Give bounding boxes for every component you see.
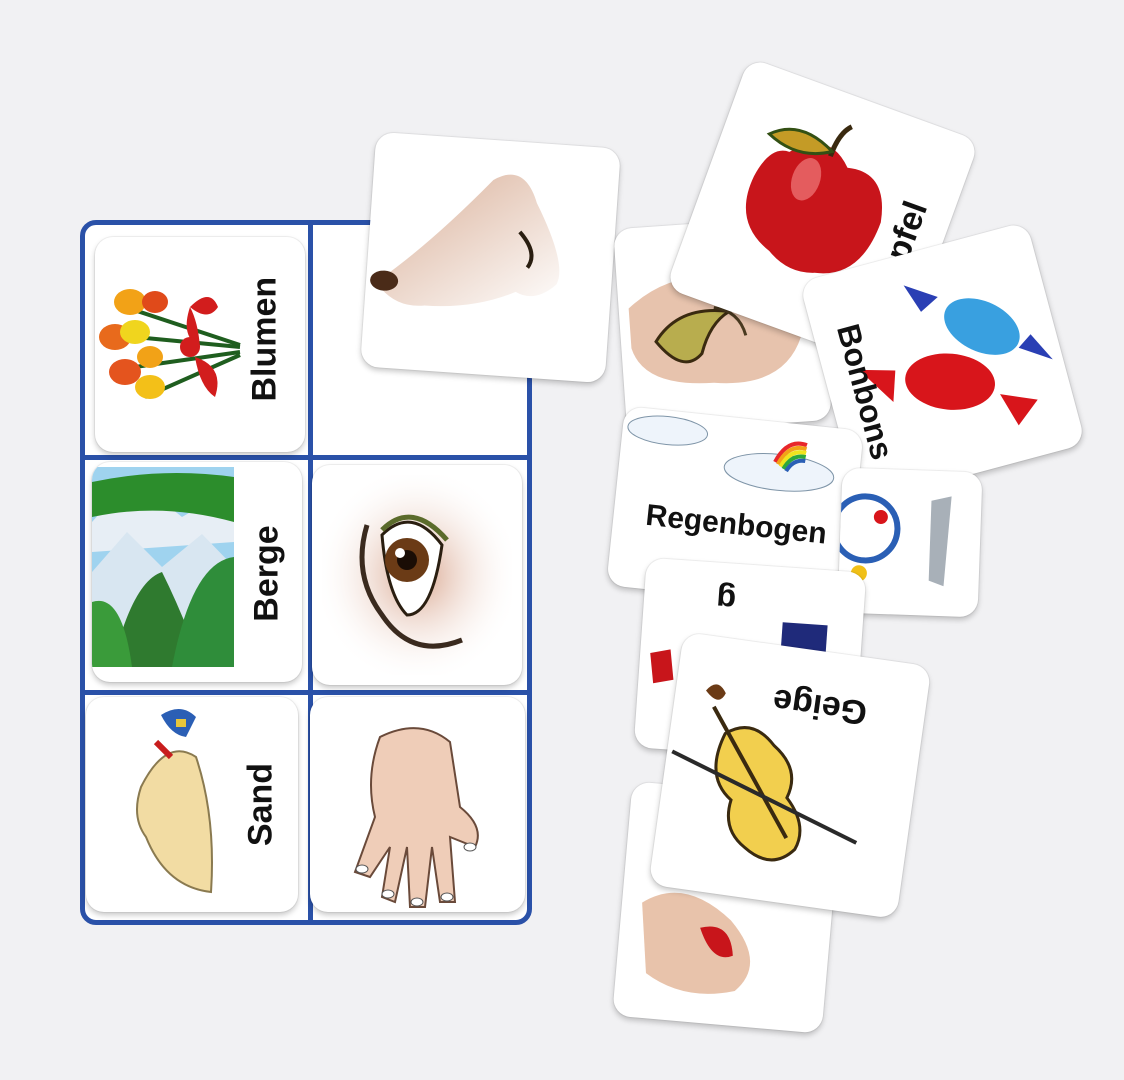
card-bonbons[interactable]: Bonbons <box>799 221 1086 505</box>
board-divider <box>85 690 527 695</box>
card-blumen[interactable]: Blumen <box>95 237 305 452</box>
rainbow-icon <box>627 415 835 492</box>
eye-icon <box>322 475 512 675</box>
board-divider <box>308 225 313 920</box>
hand-icon <box>353 727 479 908</box>
card-nose[interactable] <box>360 131 621 384</box>
card-apfel[interactable]: Apfel <box>665 57 980 372</box>
flowers-icon <box>99 289 241 399</box>
card-eye[interactable] <box>312 465 522 685</box>
card-word: Berge <box>247 525 286 622</box>
card-regenbogen[interactable]: Regenbogen <box>606 405 864 611</box>
mouth-icon <box>642 892 751 994</box>
card-word: g <box>715 581 738 619</box>
apple-icon <box>745 124 882 274</box>
card-geige[interactable]: Geige <box>648 631 932 920</box>
nose-icon <box>370 174 560 307</box>
sand-pile-icon <box>136 708 213 894</box>
card-word: Sand <box>241 762 280 847</box>
board-divider <box>85 455 527 460</box>
violin-icon <box>671 684 858 862</box>
card-mouth[interactable] <box>612 781 842 1034</box>
card-word: Blumen <box>245 276 284 402</box>
mountains-icon <box>92 467 234 667</box>
card-berge[interactable]: Berge <box>92 462 302 682</box>
candy-icon <box>858 285 1053 426</box>
card-hand[interactable] <box>310 697 525 912</box>
alarm-clock-icon <box>837 493 952 587</box>
card-sand[interactable]: Sand <box>86 697 298 912</box>
card-wecker[interactable] <box>837 467 983 618</box>
